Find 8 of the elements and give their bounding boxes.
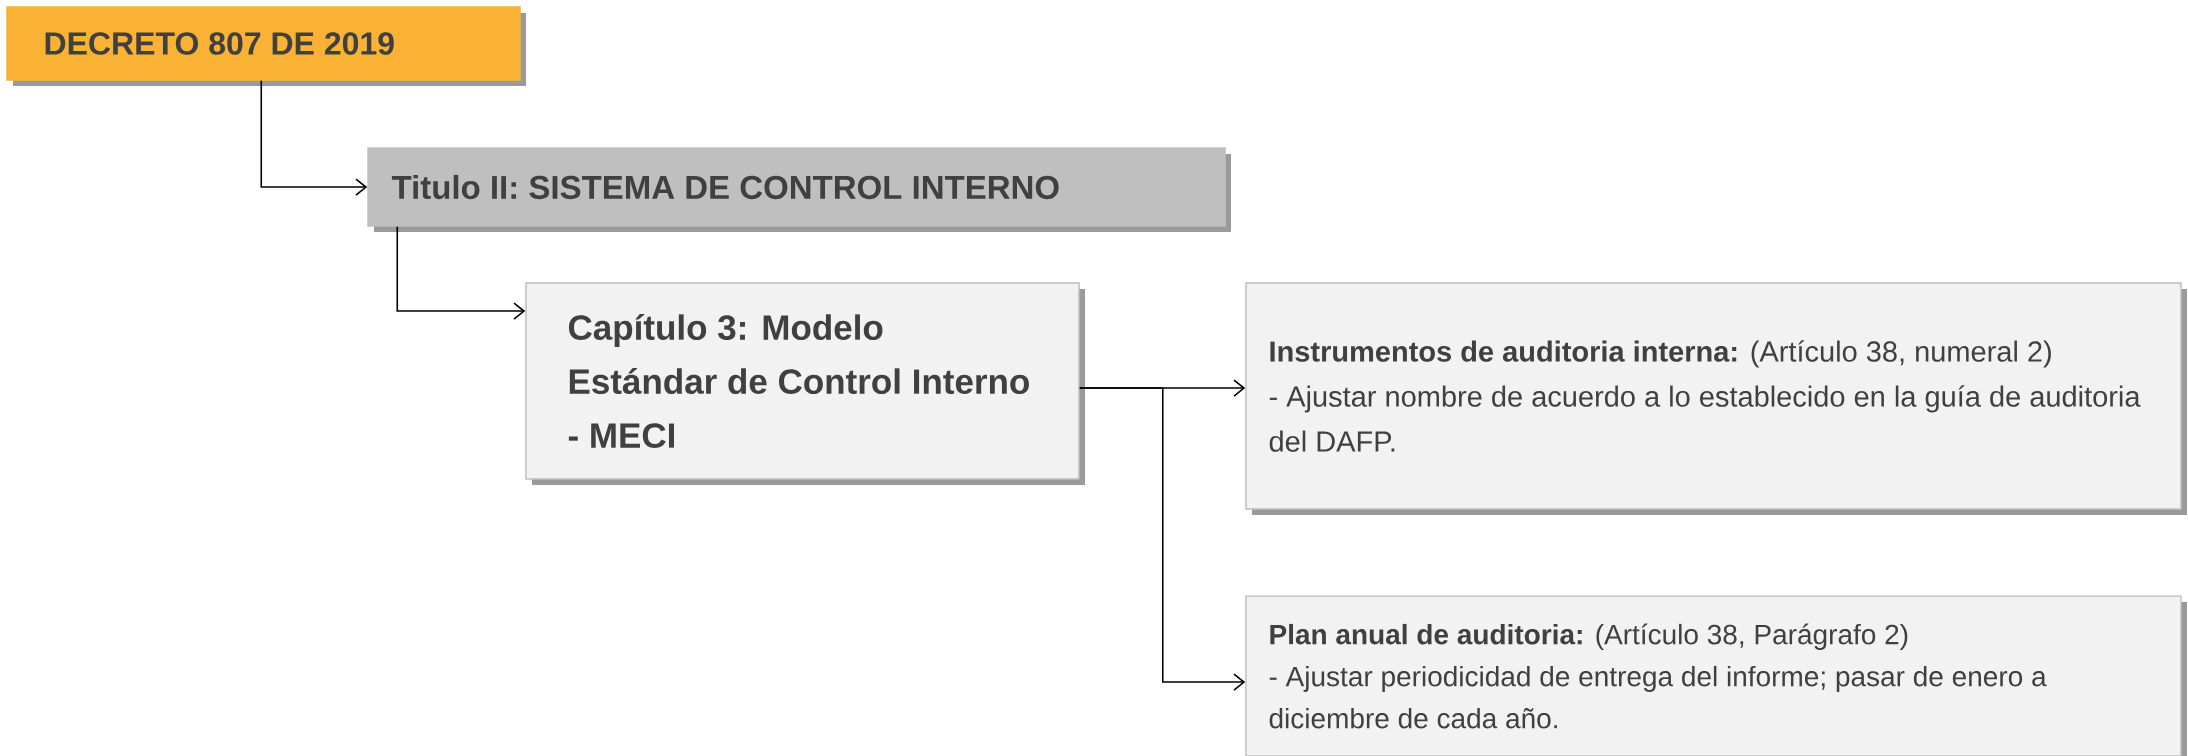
section-box: Titulo II: SISTEMA DE CONTROL INTERNO: [367, 147, 1231, 232]
chapter-box: Capítulo 3: Modelo Estándar de Control Interno - MECI: [525, 282, 1085, 485]
title-box: DECRETO 807 DE 2019: [6, 6, 526, 86]
arrow: [1078, 387, 1246, 691]
note-box: Instrumentos de auditoria interna: (Artículo 38, numeral 2) - Ajustar nombre de acuerdo a lo establecido en la guía de auditoria del DAFP.: [1245, 282, 2187, 515]
arrow: [396, 225, 526, 320]
note-box: Plan anual de auditoria: (Artículo 38, Parágrafo 2) - Ajustar periodicidad de entrega del informe; pasar de enero a diciembre de cada año.: [1245, 595, 2187, 756]
arrow: [260, 79, 368, 196]
